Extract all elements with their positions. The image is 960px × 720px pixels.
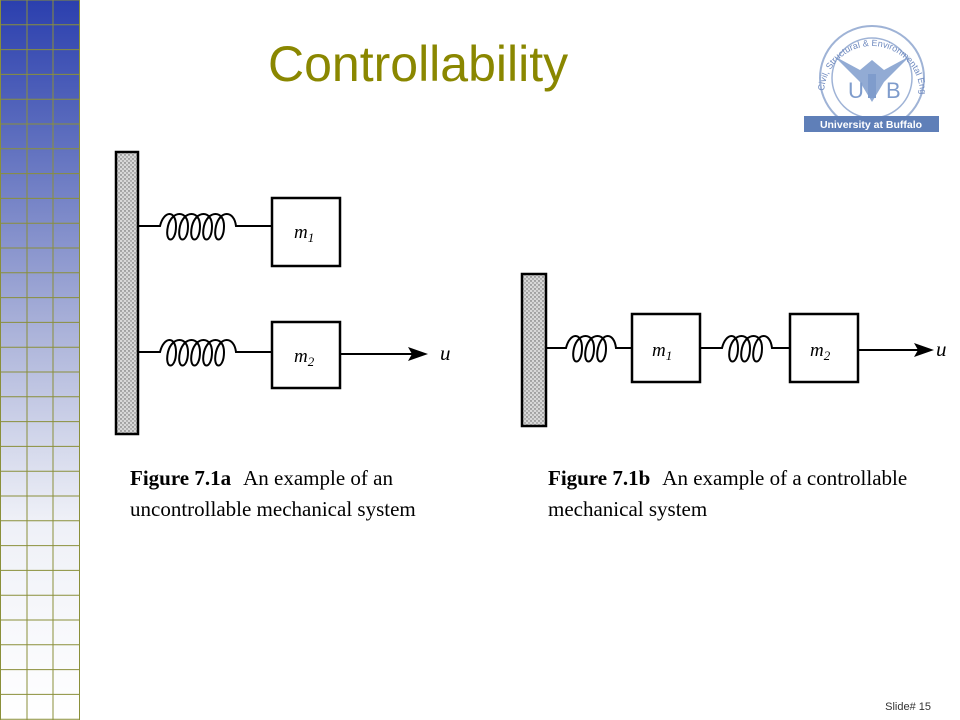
figure-7-1b-diagram: m1 m2 u (520, 272, 947, 428)
mass-m1-label: m1 (652, 340, 672, 363)
slide-number: Slide# 15 (885, 701, 931, 713)
logo-banner-text: University at Buffalo (820, 119, 922, 131)
spring-2 (138, 339, 272, 367)
caption-text: An example of a controllable mechanical … (548, 466, 908, 521)
university-logo: Civil, Structural & Environmental Engine… (800, 16, 939, 132)
mass-m1 (270, 196, 342, 268)
spring-2 (700, 335, 790, 363)
fixed-wall (114, 150, 140, 436)
spring-1 (546, 335, 632, 363)
mass-m1-label: m1 (294, 222, 314, 245)
caption-text: An example of an uncontrollable mechanic… (130, 466, 416, 521)
logo-letter-b: B (886, 78, 901, 103)
spring-1 (138, 213, 272, 241)
caption-figure-id: Figure 7.1a (130, 466, 232, 490)
mass-m2-label: m2 (810, 340, 831, 363)
fixed-wall (520, 272, 548, 428)
force-label-u: u (440, 341, 451, 365)
figure-7-1a-diagram: m1 m2 u (114, 150, 451, 436)
force-label-u: u (936, 337, 947, 361)
slide-title: Controllability (268, 36, 569, 92)
decorative-grid-strip (0, 0, 80, 720)
mass-m2-label: m2 (294, 346, 315, 369)
mass-m2 (270, 320, 342, 390)
logo-letter-u: U (848, 78, 864, 103)
mass-m2 (788, 312, 860, 384)
caption-figure-id: Figure 7.1b (548, 466, 651, 490)
